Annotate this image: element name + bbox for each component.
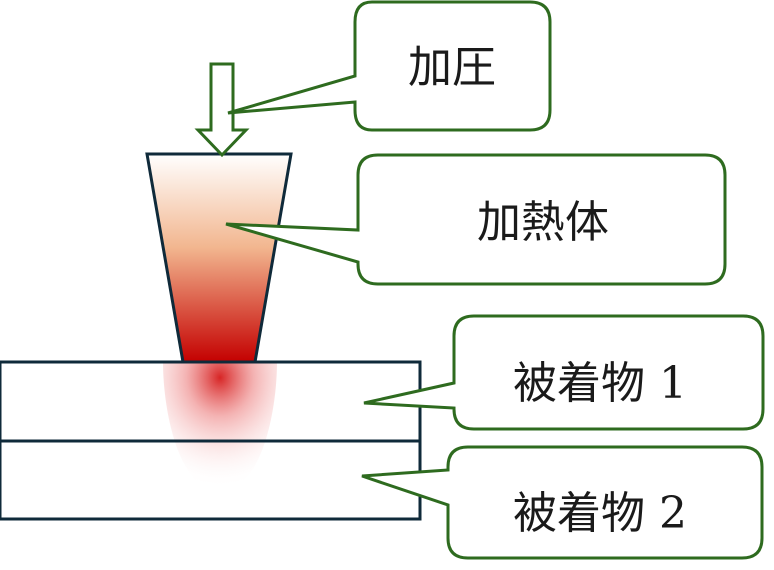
label-pressure: 加圧 [408, 42, 496, 93]
callout-adherend-1: 被着物 1 [363, 314, 765, 431]
heat-affected-zone [163, 362, 277, 492]
callout-pressure: 加圧 [227, 0, 552, 132]
label-adherend-2: 被着物 2 [513, 488, 687, 539]
label-adherend-1: 被着物 1 [513, 358, 687, 409]
callout-heater: 加熱体 [225, 153, 727, 286]
label-heater: 加熱体 [477, 197, 609, 248]
heater-body [145, 152, 293, 364]
pressure-arrow-icon [194, 62, 250, 158]
callout-adherend-2: 被着物 2 [361, 445, 764, 560]
